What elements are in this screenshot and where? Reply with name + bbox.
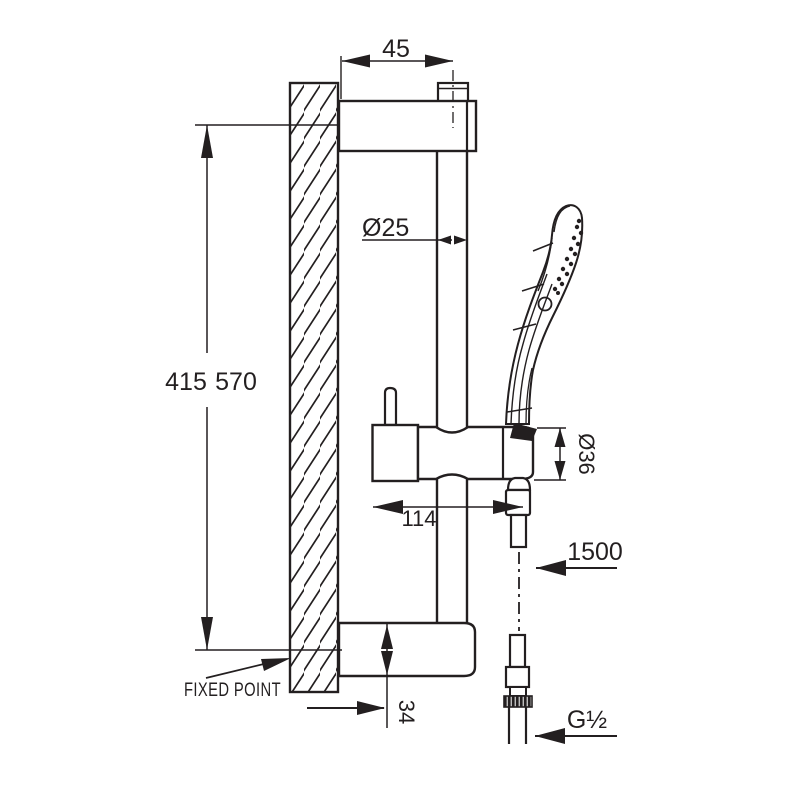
arrowhead-up bbox=[381, 625, 393, 649]
hose-ferrule-lower bbox=[508, 633, 527, 669]
handset bbox=[504, 204, 584, 441]
arrowhead-up bbox=[554, 428, 566, 447]
handset-head-cap-line bbox=[553, 205, 571, 233]
handset-outline bbox=[504, 204, 584, 425]
arrowhead-right bbox=[493, 500, 523, 514]
arrowhead-down bbox=[201, 617, 213, 650]
fixed-point-label: FIXED POINT bbox=[184, 680, 281, 701]
arrowhead-left bbox=[536, 560, 566, 576]
wall-section bbox=[288, 81, 340, 694]
dim-45-label: 45 bbox=[382, 35, 410, 63]
dimension-34: 34 bbox=[307, 624, 419, 728]
arrowhead-left bbox=[373, 500, 403, 514]
handset-holder bbox=[416, 425, 535, 481]
dim-1500-label: 1500 bbox=[567, 538, 623, 566]
fixed-point-note: FIXED POINT bbox=[184, 658, 291, 701]
bottom-wall-bracket bbox=[337, 621, 477, 678]
handset-hang-ring bbox=[537, 296, 553, 312]
arrowhead-right bbox=[454, 235, 467, 245]
hose-union bbox=[504, 665, 531, 689]
hose-nut bbox=[504, 488, 532, 517]
dimension-114: 114 bbox=[373, 500, 523, 531]
dimension-rail-diameter: Ø25 bbox=[362, 214, 467, 245]
dim-114-label: 114 bbox=[401, 506, 436, 531]
dim-thread-label: G½ bbox=[567, 706, 607, 734]
arrowhead-down bbox=[554, 461, 566, 480]
arrowhead-right bbox=[357, 701, 385, 715]
dim-34-label: 34 bbox=[394, 700, 419, 724]
slider-block bbox=[371, 423, 420, 483]
dim-570-label: 570 bbox=[215, 368, 257, 396]
dimension-45: 45 bbox=[340, 35, 453, 99]
arrowhead-down bbox=[381, 651, 393, 675]
arrowhead-left bbox=[535, 728, 565, 744]
wall-hatching bbox=[291, 84, 337, 691]
hose-connector-bottom bbox=[503, 633, 533, 744]
arrowhead-left bbox=[438, 235, 451, 245]
knurled-thread-band bbox=[503, 695, 533, 708]
slider-holder-assembly bbox=[371, 386, 535, 483]
dim-415-label: 415 bbox=[165, 368, 207, 396]
handset-cone-seal bbox=[510, 423, 537, 441]
dim-36-label: Ø36 bbox=[574, 433, 599, 475]
arrowhead-up bbox=[201, 125, 213, 158]
dimension-hose-length: 1500 bbox=[536, 538, 623, 576]
hose-connector-top bbox=[504, 476, 532, 549]
arrowhead-left bbox=[342, 54, 370, 68]
slide-rail bbox=[435, 151, 469, 623]
spray-face-nozzles bbox=[552, 218, 584, 295]
dimension-holder-diameter: Ø36 bbox=[534, 427, 599, 481]
dimension-415-570: 415 570 bbox=[165, 124, 342, 651]
dimension-thread: G½ bbox=[535, 706, 617, 744]
top-wall-bracket bbox=[337, 70, 478, 153]
hose-neck bbox=[509, 686, 527, 697]
arrowhead-right bbox=[425, 54, 453, 68]
hose-ferrule bbox=[509, 513, 528, 549]
swivel-dome bbox=[506, 476, 532, 492]
arrowhead-tip bbox=[261, 658, 291, 671]
slider-lock-lever bbox=[383, 386, 398, 427]
dim-25-label: Ø25 bbox=[362, 214, 409, 242]
